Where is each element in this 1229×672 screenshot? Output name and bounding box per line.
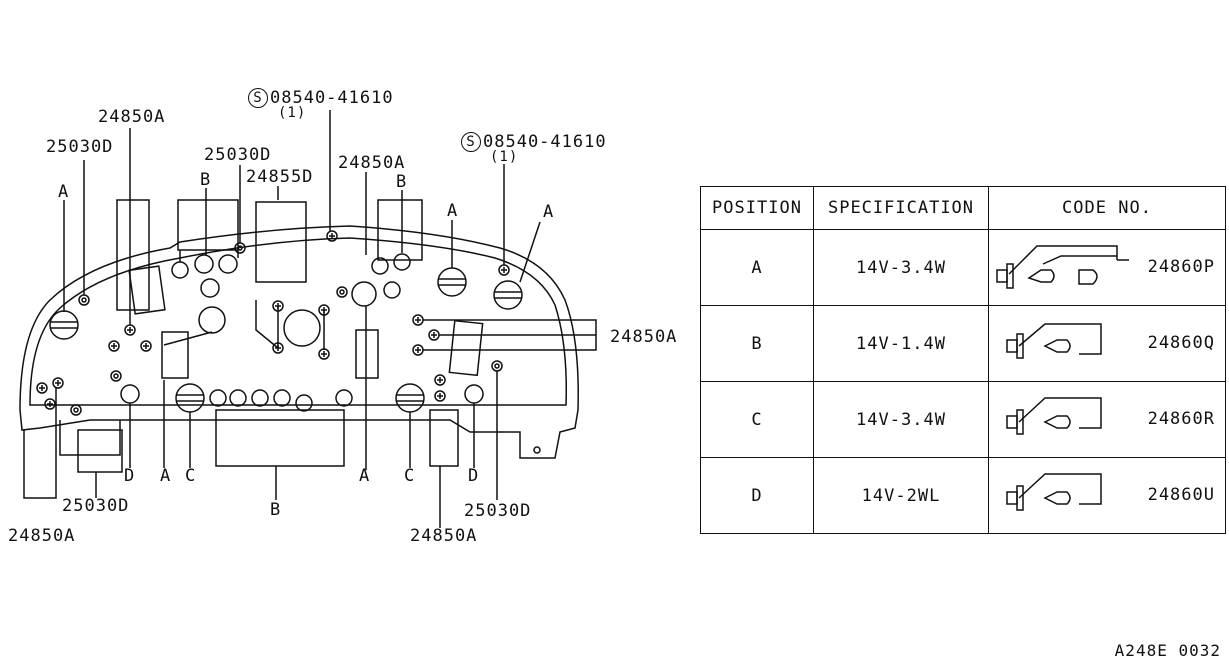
housing-bottom-band <box>59 420 121 456</box>
callout-24850a-bottom-left: 24850A <box>8 526 76 546</box>
code-number: 24860U <box>1147 485 1215 505</box>
table-header-row: POSITION SPECIFICATION CODE NO. <box>700 186 1226 230</box>
position-letter-a: A <box>543 202 555 222</box>
cell-position: C <box>700 381 814 458</box>
bulb-socket-c-left <box>175 383 205 413</box>
bulb-socket-sketch <box>996 245 1129 289</box>
table-row: C 14V-3.4W 24860R <box>700 381 1226 458</box>
callout-25030d-bottom-left: 25030D <box>62 496 130 516</box>
table-row: A 14V-3.4W 24860P <box>700 229 1226 306</box>
table-row: B 14V-1.4W 24860Q <box>700 305 1226 382</box>
cell-specification: 14V-3.4W <box>813 381 989 458</box>
lower-connector-center <box>215 409 345 467</box>
upper-connector-b1 <box>177 199 239 251</box>
lower-connector-left <box>77 429 123 473</box>
lower-connector-right <box>429 409 459 467</box>
bulb-socket-a-right2 <box>493 280 523 310</box>
header-specification: SPECIFICATION <box>813 186 989 230</box>
bulb-socket-a-mid <box>351 281 377 307</box>
warning-window-left <box>128 265 166 315</box>
callout-24850a-top: 24850A <box>98 107 166 127</box>
leader-lines <box>23 110 597 528</box>
position-letter-a: A <box>160 466 172 486</box>
bulb-spec-table: POSITION SPECIFICATION CODE NO. A 14V-3.… <box>700 186 1226 534</box>
callout-24850a-mid: 24850A <box>338 153 406 173</box>
callout-24855d: 24855D <box>246 167 314 187</box>
cell-position: D <box>700 457 814 534</box>
header-position: POSITION <box>700 186 814 230</box>
upper-connector-24855d <box>255 201 307 283</box>
position-letter-c: C <box>404 466 416 486</box>
bulb-socket-sketch <box>1006 397 1102 435</box>
cluster-housing-outline <box>19 225 579 459</box>
warning-window-far-right <box>448 319 484 377</box>
screw-qty-top: (1) <box>278 105 307 121</box>
bulb-socket-a-left <box>49 310 79 340</box>
position-letter-a: A <box>359 466 371 486</box>
cell-code: 24860U <box>988 457 1226 534</box>
screw-qty-right: (1) <box>490 149 519 165</box>
cell-position: B <box>700 305 814 382</box>
position-letter-c: C <box>185 466 197 486</box>
upper-connector-left <box>116 199 150 311</box>
code-number: 24860R <box>1147 409 1215 429</box>
drawing-id: A248E 0032 <box>1114 641 1221 660</box>
callout-24850a-bottom-right: 24850A <box>410 526 478 546</box>
header-code-no: CODE NO. <box>988 186 1226 230</box>
screw-symbol: S <box>248 88 268 108</box>
warning-window-right <box>355 329 379 379</box>
callout-25030d-left: 25030D <box>46 137 114 157</box>
cluster-inner-outline <box>29 237 567 406</box>
position-letter-d: D <box>124 466 136 486</box>
cluster-diagram <box>19 110 597 528</box>
code-number: 24860Q <box>1147 333 1215 353</box>
position-letter-d: D <box>468 466 480 486</box>
callout-25030d-mid: 25030D <box>204 145 272 165</box>
callout-24850a-right: 24850A <box>610 327 678 347</box>
bulb-socket-a-right1 <box>437 267 467 297</box>
bulb-socket-sketch <box>1006 323 1102 359</box>
position-letter-b: B <box>396 172 408 192</box>
cell-code: 24860P <box>988 229 1226 306</box>
gauge-hub <box>283 309 321 347</box>
screw-symbol: S <box>461 132 481 152</box>
bulb-socket-c-right <box>395 383 425 413</box>
upper-connector-b2 <box>377 199 423 261</box>
callout-25030d-bottom-right: 25030D <box>464 501 532 521</box>
cell-specification: 14V-3.4W <box>813 229 989 306</box>
cell-code: 24860Q <box>988 305 1226 382</box>
cell-specification: 14V-1.4W <box>813 305 989 382</box>
cell-code: 24860R <box>988 381 1226 458</box>
warning-window-center <box>161 331 189 379</box>
screw-marks <box>36 230 510 410</box>
position-letter-a: A <box>447 201 459 221</box>
code-number: 24860P <box>1147 257 1215 277</box>
table-row: D 14V-2WL 24860U <box>700 457 1226 534</box>
bulb-socket-a-center <box>198 306 226 334</box>
position-letter-b: B <box>270 500 282 520</box>
position-letter-b: B <box>200 170 212 190</box>
bulb-socket-sketch <box>1006 473 1102 511</box>
position-letter-a: A <box>58 182 70 202</box>
cell-position: A <box>700 229 814 306</box>
cell-specification: 14V-2WL <box>813 457 989 534</box>
